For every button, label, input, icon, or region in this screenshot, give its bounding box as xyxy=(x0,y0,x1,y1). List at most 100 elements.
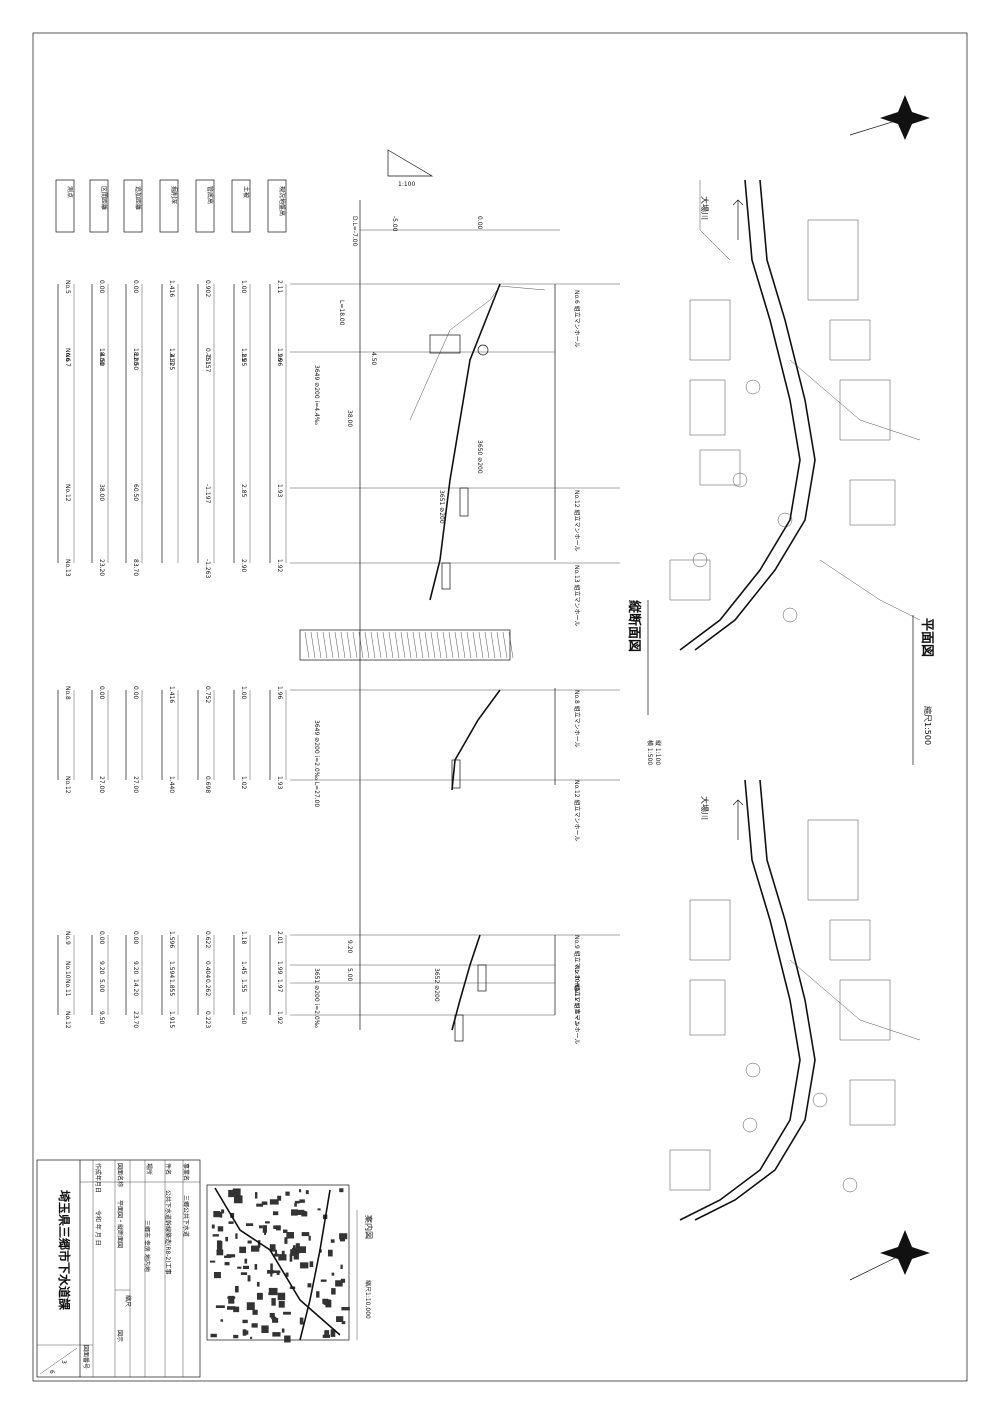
row-header-2: 管底高 xyxy=(206,186,214,204)
section-2-note-2: 3651 ⊘200 i=2.0‰ xyxy=(313,968,320,1028)
map-block xyxy=(254,1192,258,1199)
map-block xyxy=(335,1280,343,1287)
row-header-box-4 xyxy=(123,179,143,233)
section-0-row-4-cumulative: 83.70 xyxy=(132,559,139,576)
section-2-row-1-station: No.10 xyxy=(64,961,71,979)
map-block xyxy=(327,1249,333,1257)
section-2-row-3-cumulative: 23.70 xyxy=(132,1011,139,1028)
map-block xyxy=(271,1316,277,1320)
main-road-1b xyxy=(694,179,816,651)
section-2-note-1: 5.00 xyxy=(346,968,353,982)
hatch-line xyxy=(436,631,442,659)
map-block xyxy=(270,1269,273,1277)
map-block xyxy=(273,1225,281,1229)
main-road-1 xyxy=(679,179,801,651)
map-block xyxy=(228,1189,236,1198)
section-2-row-3-ground: 1.92 xyxy=(276,1011,283,1025)
map-block xyxy=(324,1330,330,1336)
hatch-line xyxy=(484,631,490,659)
row-header-5: 区間距離 xyxy=(100,186,108,210)
map-block xyxy=(211,1224,215,1229)
tb-drawing: 平面図・縦断面図 xyxy=(116,1200,124,1248)
map-block xyxy=(261,1201,268,1205)
map-block xyxy=(256,1292,263,1300)
pipe-label-c xyxy=(692,552,708,568)
section-0-row-1-cumulative: 18.00 xyxy=(132,348,139,365)
section-1-note-0: 3649 ⊘200 i=2.0‰ L=27.00 xyxy=(313,720,320,807)
plan-scale: 縮尺1:500 xyxy=(923,706,933,745)
map-block xyxy=(210,1260,216,1263)
section-0-row-3-cumulative: 60.50 xyxy=(132,484,139,501)
pipe-label-3649 xyxy=(745,379,761,395)
map-block xyxy=(299,1317,304,1325)
section-2-row-1-depth: 1.594 xyxy=(168,961,175,978)
map-block xyxy=(213,1271,221,1279)
map-block xyxy=(322,1334,331,1338)
hatch-line xyxy=(460,631,466,659)
section-0-row-3-invert: -1.197 xyxy=(204,484,211,504)
map-block xyxy=(296,1209,305,1216)
map-block xyxy=(247,1240,252,1244)
section-0-row-3-cover: 2.85 xyxy=(240,484,247,498)
map-block xyxy=(233,1306,240,1313)
row-header-box-5 xyxy=(89,179,109,233)
pipe-label-g xyxy=(742,1117,758,1133)
hatch-line xyxy=(412,631,418,659)
road-surface-1 xyxy=(409,285,546,421)
hatch-line xyxy=(364,631,370,659)
plan-1-line-1 xyxy=(699,180,731,261)
row-header-box-6 xyxy=(55,179,75,233)
row-header-0: 現況地盤高 xyxy=(278,186,286,216)
map-block xyxy=(330,1239,335,1243)
tb-drawing-label: 図面名称 xyxy=(116,1163,124,1187)
map-block xyxy=(283,1229,288,1233)
map-block xyxy=(339,1233,348,1240)
section-1-row-1-cumulative: 27.00 xyxy=(132,776,139,793)
tb-project-label: 事業名 xyxy=(182,1163,190,1181)
pipe-label-d xyxy=(782,607,798,623)
section-2-row-2-cover: 1.55 xyxy=(240,979,247,993)
map-block xyxy=(339,1188,344,1193)
building-5 xyxy=(699,449,741,486)
plan-1-line-2 xyxy=(789,359,921,441)
section-0-row-1-invert: 0.751 xyxy=(204,348,211,365)
map-block xyxy=(317,1208,321,1211)
section-2-note-5: No.10 組立マンホール xyxy=(573,965,581,1027)
map-block xyxy=(341,1307,350,1311)
axis-tick-2: 0.00 xyxy=(476,216,483,230)
map-block xyxy=(331,1272,335,1276)
section-0-note-3: 3649 ⊘200 i=4.4‰ xyxy=(313,365,320,425)
pipe-label-b xyxy=(777,512,793,528)
map-block xyxy=(341,1321,346,1325)
section-0-row-0-cover: 1.00 xyxy=(240,280,247,294)
map-block xyxy=(283,1311,291,1315)
row-header-box-2 xyxy=(195,179,215,233)
row-header-3: 掘削深 xyxy=(170,186,178,204)
section-2-row-0-station: No.9 xyxy=(64,931,71,945)
road-section-box xyxy=(299,629,511,661)
map-block xyxy=(256,1281,260,1287)
map-block xyxy=(275,1249,278,1257)
building-6 xyxy=(839,379,891,441)
hatch-line xyxy=(508,631,514,659)
profile-sections: 2.111.000.9021.4160.000.00No.51.961.850.… xyxy=(57,280,287,1029)
pipe-line-1 xyxy=(429,283,501,601)
section-1-row-0-cover: 1.00 xyxy=(240,686,247,700)
scale-triangle-label: 1:100 xyxy=(398,181,415,188)
tb-sheet-no: 3 xyxy=(60,1360,67,1364)
map-block xyxy=(216,1249,224,1256)
section-0-row-0-depth: 1.416 xyxy=(168,280,175,297)
section-0-row-2-interval: 4.50 xyxy=(98,353,105,367)
section-1-row-0-ground: 1.96 xyxy=(276,686,283,700)
section-0-note-7: No.12 組立マンホール xyxy=(573,490,581,552)
section-0-note-5: 3651 ⊘200 xyxy=(438,490,445,524)
section-2-row-1-invert: 0.404 xyxy=(204,961,211,978)
section-2-row-1-cumulative: 9.20 xyxy=(132,961,139,975)
map-block xyxy=(268,1292,276,1295)
section-0-row-3-ground: 1.93 xyxy=(276,484,283,498)
section-1-row-1-cover: 1.02 xyxy=(240,776,247,790)
map-block xyxy=(246,1302,255,1311)
section-0-row-1-station: No.6 xyxy=(64,348,71,362)
tb-scale-value: 図示 xyxy=(116,1330,123,1342)
building-9 xyxy=(807,819,859,901)
